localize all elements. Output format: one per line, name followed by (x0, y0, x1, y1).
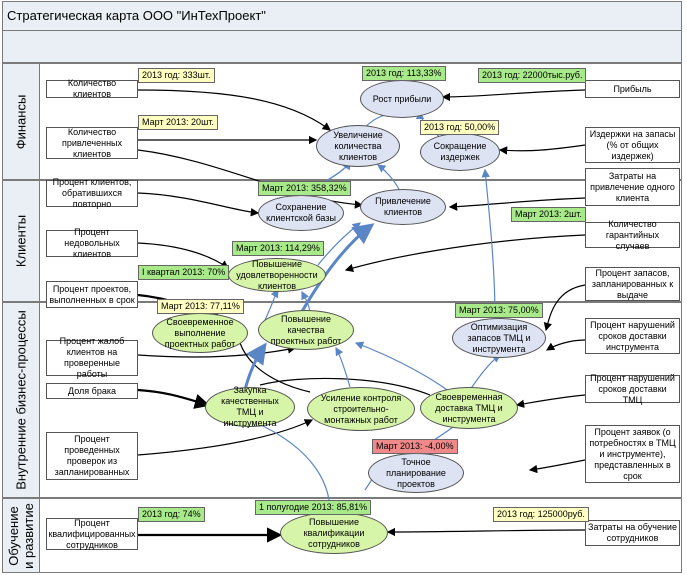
indicator-box: Издержки на запасы (% от общих издержек) (585, 127, 680, 163)
processes-section-label: Внутренние бизнес-процессы (2, 302, 40, 498)
actual-tag: Март 2013: 114,29% (232, 241, 324, 256)
arrow-complaints-to-quality (137, 345, 297, 358)
arrow-delivery-to-quality (354, 341, 451, 393)
indicator-box: Процент проведенных проверок из запланир… (46, 432, 138, 480)
goal-ellipse: Своевременное выполнение проектных работ (152, 313, 248, 353)
goal-ellipse: Повышение качества проектных работ (258, 310, 354, 350)
goal-ellipse: Сохранение клиентской базы (258, 195, 344, 231)
target-tag: Март 2013: 77,11% (157, 299, 244, 314)
indicator-box: Доля брака (46, 383, 138, 399)
goal-ellipse: Усиление контроля строительно-монтажных … (307, 387, 415, 431)
indicator-box: Прибыль (585, 80, 680, 98)
arrow-unhappy-to-satisfaction (137, 242, 229, 269)
arrow-control-to-quality (335, 346, 351, 388)
arrow-optimize-to-cost (481, 168, 496, 319)
arrow-clients-to-growth (137, 89, 331, 131)
indicator-box: Процент заявок (о потребностях в ТМЦ и и… (585, 425, 680, 483)
title-spacer-row (2, 31, 682, 63)
page-title: Стратегическая карта ООО "ИнТехПроект" (2, 1, 682, 31)
actual-tag: Март 2013: 75,00% (455, 303, 543, 318)
indicator-box: Процент запасов, запланированных к выдач… (585, 267, 680, 301)
goal-ellipse: Рост прибыли (360, 80, 444, 118)
arrow-inventory-to-cost (498, 144, 586, 155)
indicator-box: Количество гарантийных случаев (585, 219, 680, 251)
arrow-violations-to-optimize (545, 339, 586, 351)
goal-ellipse: Оптимизация запасов ТМЦ и инструмента (452, 318, 546, 358)
arrow-stock-to-optimize (543, 284, 586, 332)
goal-ellipse: Повышение удовлетворенности клиентов (228, 258, 326, 292)
actual-tag: 2013 год: 113,33% (362, 66, 446, 81)
arrow-profit-to-growth (441, 89, 586, 102)
finance-section-label: Финансы (2, 63, 40, 180)
indicator-box: Процент нарушений сроков доставки ТМЦ (585, 373, 680, 405)
indicator-box: Процент проектов, выполненных в срок (46, 281, 138, 308)
actual-tag: Март 2013: 2шт. (511, 207, 586, 222)
arrow-quality-to-attract (298, 223, 375, 316)
arrow-violations2-to-delivery (515, 394, 586, 408)
indicator-box: Затраты на обучение сотрудников (585, 520, 680, 546)
alert-tag: Март 2013: -4,00% (372, 439, 458, 454)
goal-ellipse: Привлечение клиентов (360, 189, 446, 225)
arrow-acq-to-attract (448, 197, 586, 211)
indicator-box: Процент недовольных клиентов (46, 227, 138, 259)
arrow-warranty-to-satisfaction (344, 234, 586, 272)
arrow-repeat-to-retention (137, 192, 260, 217)
indicator-box: Затраты на привлечение одного клиента (585, 168, 680, 206)
actual-tag: 1 полугодие 2013: 85,81% (255, 500, 372, 515)
arrow-purchase-to-delivery (259, 377, 431, 396)
arrow-checks-to-control (137, 419, 314, 456)
arrow-delivery-to-optimize (469, 354, 501, 391)
arrow-requests-to-planning (528, 459, 586, 474)
actual-tag: 2013 год: 22000тыс.руб. (478, 68, 587, 83)
goal-ellipse: Повышение квалификации сотрудников (280, 512, 388, 554)
actual-tag: 2013 год: 74% (138, 507, 205, 522)
indicator-box: Количество привлеченных клиентов (46, 127, 138, 159)
actual-tag: Март 2013: 358,32% (258, 181, 351, 196)
clients-section-label: Клиенты (2, 180, 40, 302)
goal-ellipse: Увеличение количества клиентов (316, 125, 400, 167)
indicator-box: Процент нарушений сроков доставки инстру… (585, 318, 680, 354)
arrow-training-to-qualification (386, 527, 586, 537)
arrow-defect-to-purchase (137, 388, 211, 409)
indicator-box: Процент жалоб клиентов на проверенные ра… (46, 336, 138, 379)
indicator-box: Процент клиентов, обратившихся повторно (46, 177, 138, 209)
indicator-box: Процент квалифицированных сотрудников (46, 518, 138, 550)
goal-ellipse: Закупка качественных ТМЦ и инструмента (205, 385, 295, 428)
goal-ellipse: Точное планирование проектов (368, 453, 464, 493)
target-tag: Март 2013: 20шт. (138, 115, 218, 130)
arrow-qualification-to-purchase (248, 418, 331, 513)
target-tag: 2013 год: 125000руб. (493, 507, 589, 522)
goal-ellipse: Сокращение издержек (420, 133, 500, 171)
target-tag: 2013 год: 50,00% (420, 120, 500, 135)
actual-tag: I квартал 2013: 70% (138, 265, 230, 280)
indicator-box: Количество клиентов (46, 78, 138, 99)
target-tag: 2013 год: 333шт. (138, 68, 215, 83)
arrow-timely-to-control (239, 342, 311, 393)
learning-section-label: Обучение и развитие (2, 498, 40, 573)
goal-ellipse: Своевременная доставка ТМЦ и инструмента (420, 387, 518, 429)
arrow-purchase-to-quality (243, 342, 267, 391)
